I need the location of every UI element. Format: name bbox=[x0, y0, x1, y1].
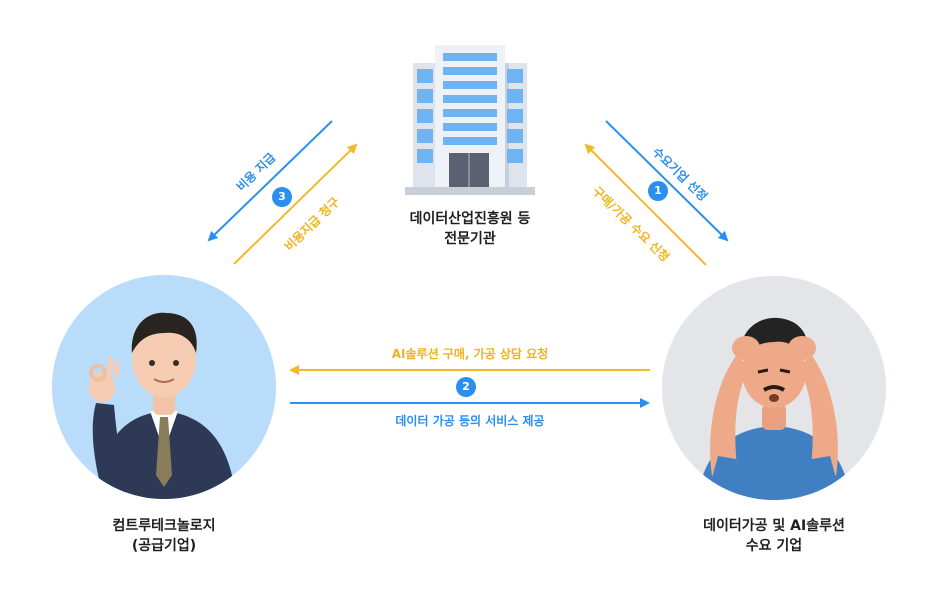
supplier-avatar bbox=[52, 275, 276, 499]
demand-label-line2: 수요 기업 bbox=[745, 538, 803, 554]
arrow-step3-blue bbox=[207, 120, 333, 242]
demand-label: 데이터가공 및 AI솔루션 수요 기업 bbox=[684, 516, 864, 556]
arrow-step1-yellow bbox=[584, 143, 707, 266]
step2-yellow-label: AI솔루션 구매, 가공 상담 요청 bbox=[391, 347, 549, 361]
supplier-label-line1: 컴트루테크놀로지 bbox=[112, 518, 216, 534]
step3-badge: 3 bbox=[272, 187, 292, 207]
demand-label-line1: 데이터가공 및 AI솔루션 bbox=[703, 518, 845, 534]
demand-avatar bbox=[662, 276, 886, 500]
arrow-step1-blue bbox=[605, 120, 729, 242]
step2-badge: 2 bbox=[456, 377, 476, 397]
arrow-step3-yellow bbox=[233, 143, 358, 265]
step2-blue-label: 데이터 가공 등의 서비스 제공 bbox=[395, 414, 545, 428]
worried-person-icon bbox=[698, 317, 850, 500]
supplier-label: 컴트루테크놀로지 (공급기업) bbox=[84, 516, 244, 556]
agency-label-line1: 데이터산업진흥원 등 bbox=[409, 211, 531, 227]
office-building-icon bbox=[405, 45, 535, 195]
agency-label-line2: 전문기관 bbox=[444, 231, 496, 247]
agency-label: 데이터산업진흥원 등 전문기관 bbox=[390, 209, 550, 249]
step1-badge: 1 bbox=[648, 181, 668, 201]
supplier-label-line2: (공급기업) bbox=[131, 538, 197, 554]
businessman-icon bbox=[89, 312, 236, 499]
